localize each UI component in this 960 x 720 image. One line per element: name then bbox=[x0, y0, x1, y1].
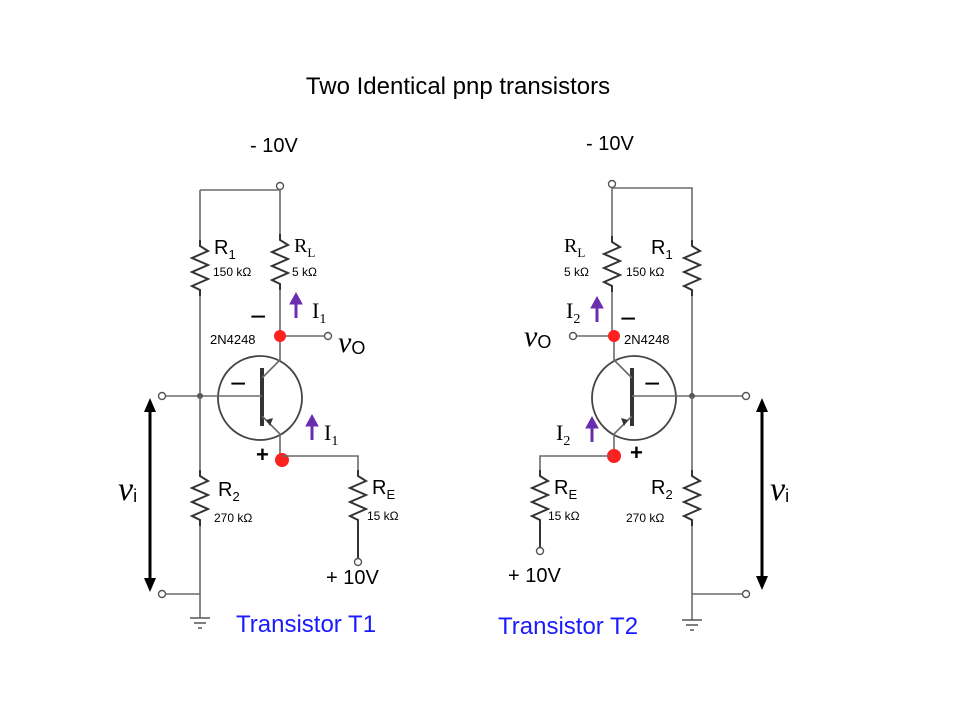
t2-supply-bottom: + 10V bbox=[508, 565, 561, 587]
t2-vo-label: vO bbox=[524, 320, 551, 353]
t1-vi-label: vi bbox=[118, 471, 137, 508]
t2-r1-value: 150 kΩ bbox=[626, 265, 664, 279]
t2-r1-name: R1 bbox=[651, 237, 673, 262]
t2-rl-resistor bbox=[601, 236, 623, 292]
t1-emitter-marker bbox=[275, 453, 289, 467]
t2-supply-top: - 10V bbox=[586, 133, 634, 155]
t2-minus-base: − bbox=[644, 368, 660, 399]
t2-vo-terminal bbox=[568, 331, 578, 341]
t1-r2-name: R2 bbox=[218, 479, 240, 504]
t2-vi-arrowhead-up bbox=[756, 398, 768, 412]
t2-rl-value: 5 kΩ bbox=[564, 265, 589, 279]
t1-transistor-label: 2N4248 bbox=[210, 332, 256, 347]
t2-top-rail bbox=[611, 187, 693, 240]
t2-current-arrowhead-top bbox=[590, 295, 604, 309]
t1-ground-icon bbox=[190, 617, 210, 629]
t2-vi-terminal-bottom bbox=[741, 589, 751, 599]
t2-supply-bottom-terminal bbox=[535, 546, 545, 556]
t1-rl-value: 5 kΩ bbox=[292, 265, 317, 279]
t2-emitter-arrow-icon bbox=[621, 418, 628, 426]
t1-current-top-label: I1 bbox=[312, 298, 326, 327]
t2-re-resistor bbox=[529, 470, 551, 548]
t2-caption: Transistor T2 bbox=[498, 613, 638, 640]
t2-emitter-wire bbox=[539, 455, 610, 470]
t1-re-name: RE bbox=[372, 477, 395, 502]
t1-supply-top-terminal bbox=[275, 181, 285, 191]
circuit-t2: - 10V RL 5 kΩ R1 150 kΩ I2 − 2N4248 vO − bbox=[498, 133, 789, 640]
t1-r2-wire bbox=[165, 396, 201, 618]
t2-vi-label: vi bbox=[770, 471, 789, 508]
t1-vo-label: vO bbox=[338, 326, 365, 359]
t1-vi-terminal-top bbox=[157, 391, 167, 401]
t2-re-name: RE bbox=[554, 477, 577, 502]
t1-supply-bottom-terminal bbox=[353, 557, 363, 567]
t1-supply-bottom: + 10V bbox=[326, 567, 379, 589]
t2-current-top-label: I2 bbox=[566, 298, 580, 327]
t2-r2-name: R2 bbox=[651, 477, 673, 502]
t1-current-arrowhead-bottom bbox=[305, 413, 319, 427]
page-title: Two Identical pnp transistors bbox=[306, 73, 610, 100]
t1-vi-terminal-bottom bbox=[157, 589, 167, 599]
t1-current-arrowhead-top bbox=[289, 291, 303, 305]
t2-vi-arrowhead-down bbox=[756, 576, 768, 590]
t2-current-bottom-label: I2 bbox=[556, 420, 570, 449]
t1-plus-emitter: + bbox=[256, 442, 269, 467]
t2-r1-resistor bbox=[681, 240, 703, 296]
t1-r1-name: R1 bbox=[214, 237, 236, 262]
t2-current-arrowhead-bottom bbox=[585, 415, 599, 429]
t1-minus-top: − bbox=[250, 301, 266, 332]
t1-vi-arrowhead-up bbox=[144, 398, 156, 412]
t2-collector-wire bbox=[576, 292, 613, 337]
t1-minus-base: − bbox=[230, 368, 246, 399]
t2-r2-wire bbox=[691, 396, 743, 620]
t2-vi-terminal-top bbox=[741, 391, 751, 401]
t1-rl-name: RL bbox=[294, 235, 315, 260]
t1-transistor-body bbox=[217, 355, 303, 441]
t2-ground-icon bbox=[682, 619, 702, 631]
t1-r2-resistor bbox=[189, 470, 211, 526]
t2-emitter-marker bbox=[607, 449, 621, 463]
t1-rl-resistor bbox=[269, 234, 291, 290]
t1-emitter-wire bbox=[282, 455, 359, 470]
t2-transistor-body bbox=[591, 355, 677, 441]
t1-vo-terminal bbox=[323, 331, 333, 341]
t1-re-resistor bbox=[347, 470, 369, 560]
t2-plus-emitter: + bbox=[630, 440, 643, 465]
t1-r2-value: 270 kΩ bbox=[214, 511, 252, 525]
t1-vi-arrowhead-down bbox=[144, 578, 156, 592]
t2-transistor-collector bbox=[613, 336, 633, 379]
circuit-t1: - 10V R1 150 kΩ RL 5 kΩ I1 − 2N4248 vO − bbox=[118, 135, 399, 638]
t1-top-rail bbox=[199, 189, 281, 240]
t1-collector-marker bbox=[274, 330, 286, 342]
t2-re-value: 15 kΩ bbox=[548, 509, 580, 523]
t1-current-bottom-label: I1 bbox=[324, 420, 338, 449]
t1-r1-resistor bbox=[189, 240, 211, 296]
t2-collector-marker bbox=[608, 330, 620, 342]
t1-re-value: 15 kΩ bbox=[367, 509, 399, 523]
t2-r2-value: 270 kΩ bbox=[626, 511, 664, 525]
t1-supply-top: - 10V bbox=[250, 135, 298, 157]
t2-minus-top: − bbox=[620, 303, 636, 334]
t1-r1-value: 150 kΩ bbox=[213, 265, 251, 279]
t1-caption: Transistor T1 bbox=[236, 611, 376, 638]
t1-transistor-collector bbox=[261, 336, 281, 379]
t2-rl-name: RL bbox=[564, 235, 585, 260]
t2-supply-top-terminal bbox=[607, 179, 617, 189]
t1-emitter-arrow-icon bbox=[266, 418, 273, 426]
t2-transistor-label: 2N4248 bbox=[624, 332, 670, 347]
t2-r2-resistor bbox=[681, 470, 703, 526]
